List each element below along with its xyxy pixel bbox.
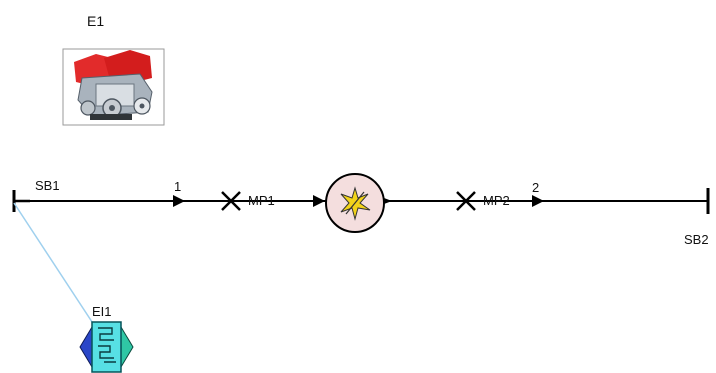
- measure-point-1-label: MP1: [248, 193, 275, 208]
- cross-icon: [456, 191, 476, 211]
- busbar-start[interactable]: SB1: [12, 178, 60, 212]
- element-component[interactable]: EI1: [79, 304, 134, 373]
- node-output-tip: [384, 198, 392, 204]
- circuit-block-icon: [79, 321, 134, 373]
- busbar-end[interactable]: SB2: [684, 188, 710, 247]
- pipe-2[interactable]: 2: [532, 180, 544, 207]
- pipe-1[interactable]: 1: [173, 179, 185, 207]
- flow-arrow-1: [173, 195, 185, 207]
- flow-arrow-2: [313, 195, 325, 207]
- engine-component[interactable]: E1: [62, 13, 165, 126]
- measure-point-1[interactable]: MP1: [221, 191, 275, 211]
- cross-icon: [221, 191, 241, 211]
- measure-point-2[interactable]: MP2: [456, 191, 510, 211]
- element-label: EI1: [92, 304, 112, 319]
- element-link-line[interactable]: [13, 202, 97, 329]
- engine-label: E1: [87, 13, 104, 29]
- pipe-1-label: 1: [174, 179, 181, 194]
- busbar-end-label: SB2: [684, 232, 709, 247]
- measure-point-2-label: MP2: [483, 193, 510, 208]
- central-node[interactable]: [325, 173, 392, 233]
- busbar-start-label: SB1: [35, 178, 60, 193]
- flow-arrow-3: [532, 195, 544, 207]
- engine-icon: [74, 50, 153, 120]
- pipe-2-label: 2: [532, 180, 539, 195]
- spark-circle-icon: [340, 186, 371, 221]
